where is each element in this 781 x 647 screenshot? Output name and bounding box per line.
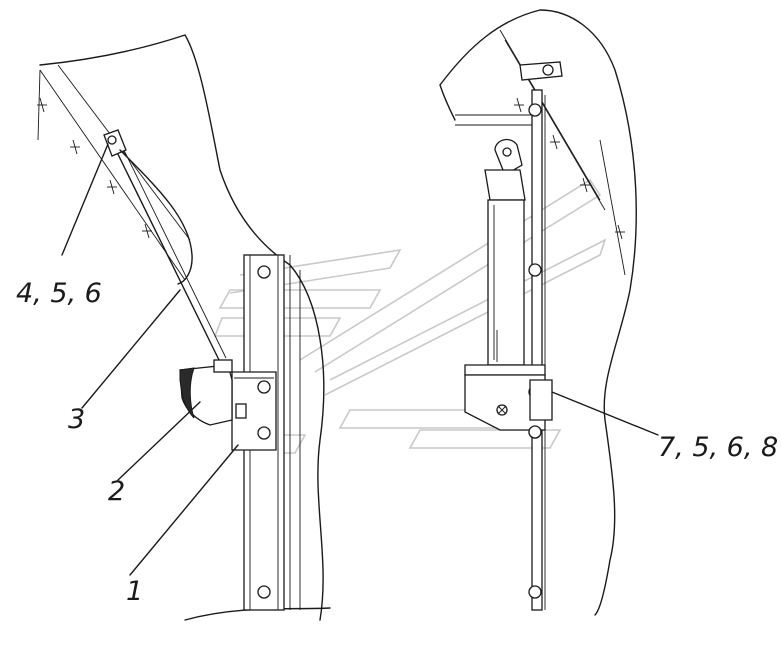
callout-2: 2	[108, 476, 125, 507]
callout-3: 3	[68, 404, 85, 435]
right-body-outline	[439, 9, 637, 616]
callout-4-5-6: 4, 5, 6	[16, 278, 102, 309]
left-view	[37, 34, 331, 621]
right-view	[439, 9, 637, 616]
support-rod	[109, 137, 221, 363]
door-stop-block	[179, 364, 233, 426]
callout-1: 1	[126, 576, 143, 607]
right-vertical-strip	[531, 89, 543, 611]
top-bolt-icon	[107, 135, 117, 145]
strut-base-bracket	[464, 364, 546, 376]
callout-7-5-6-8: 7, 5, 6, 8	[658, 432, 778, 463]
leader-lines	[61, 143, 659, 576]
left-body-outline	[39, 34, 325, 621]
gas-strut	[484, 138, 526, 366]
